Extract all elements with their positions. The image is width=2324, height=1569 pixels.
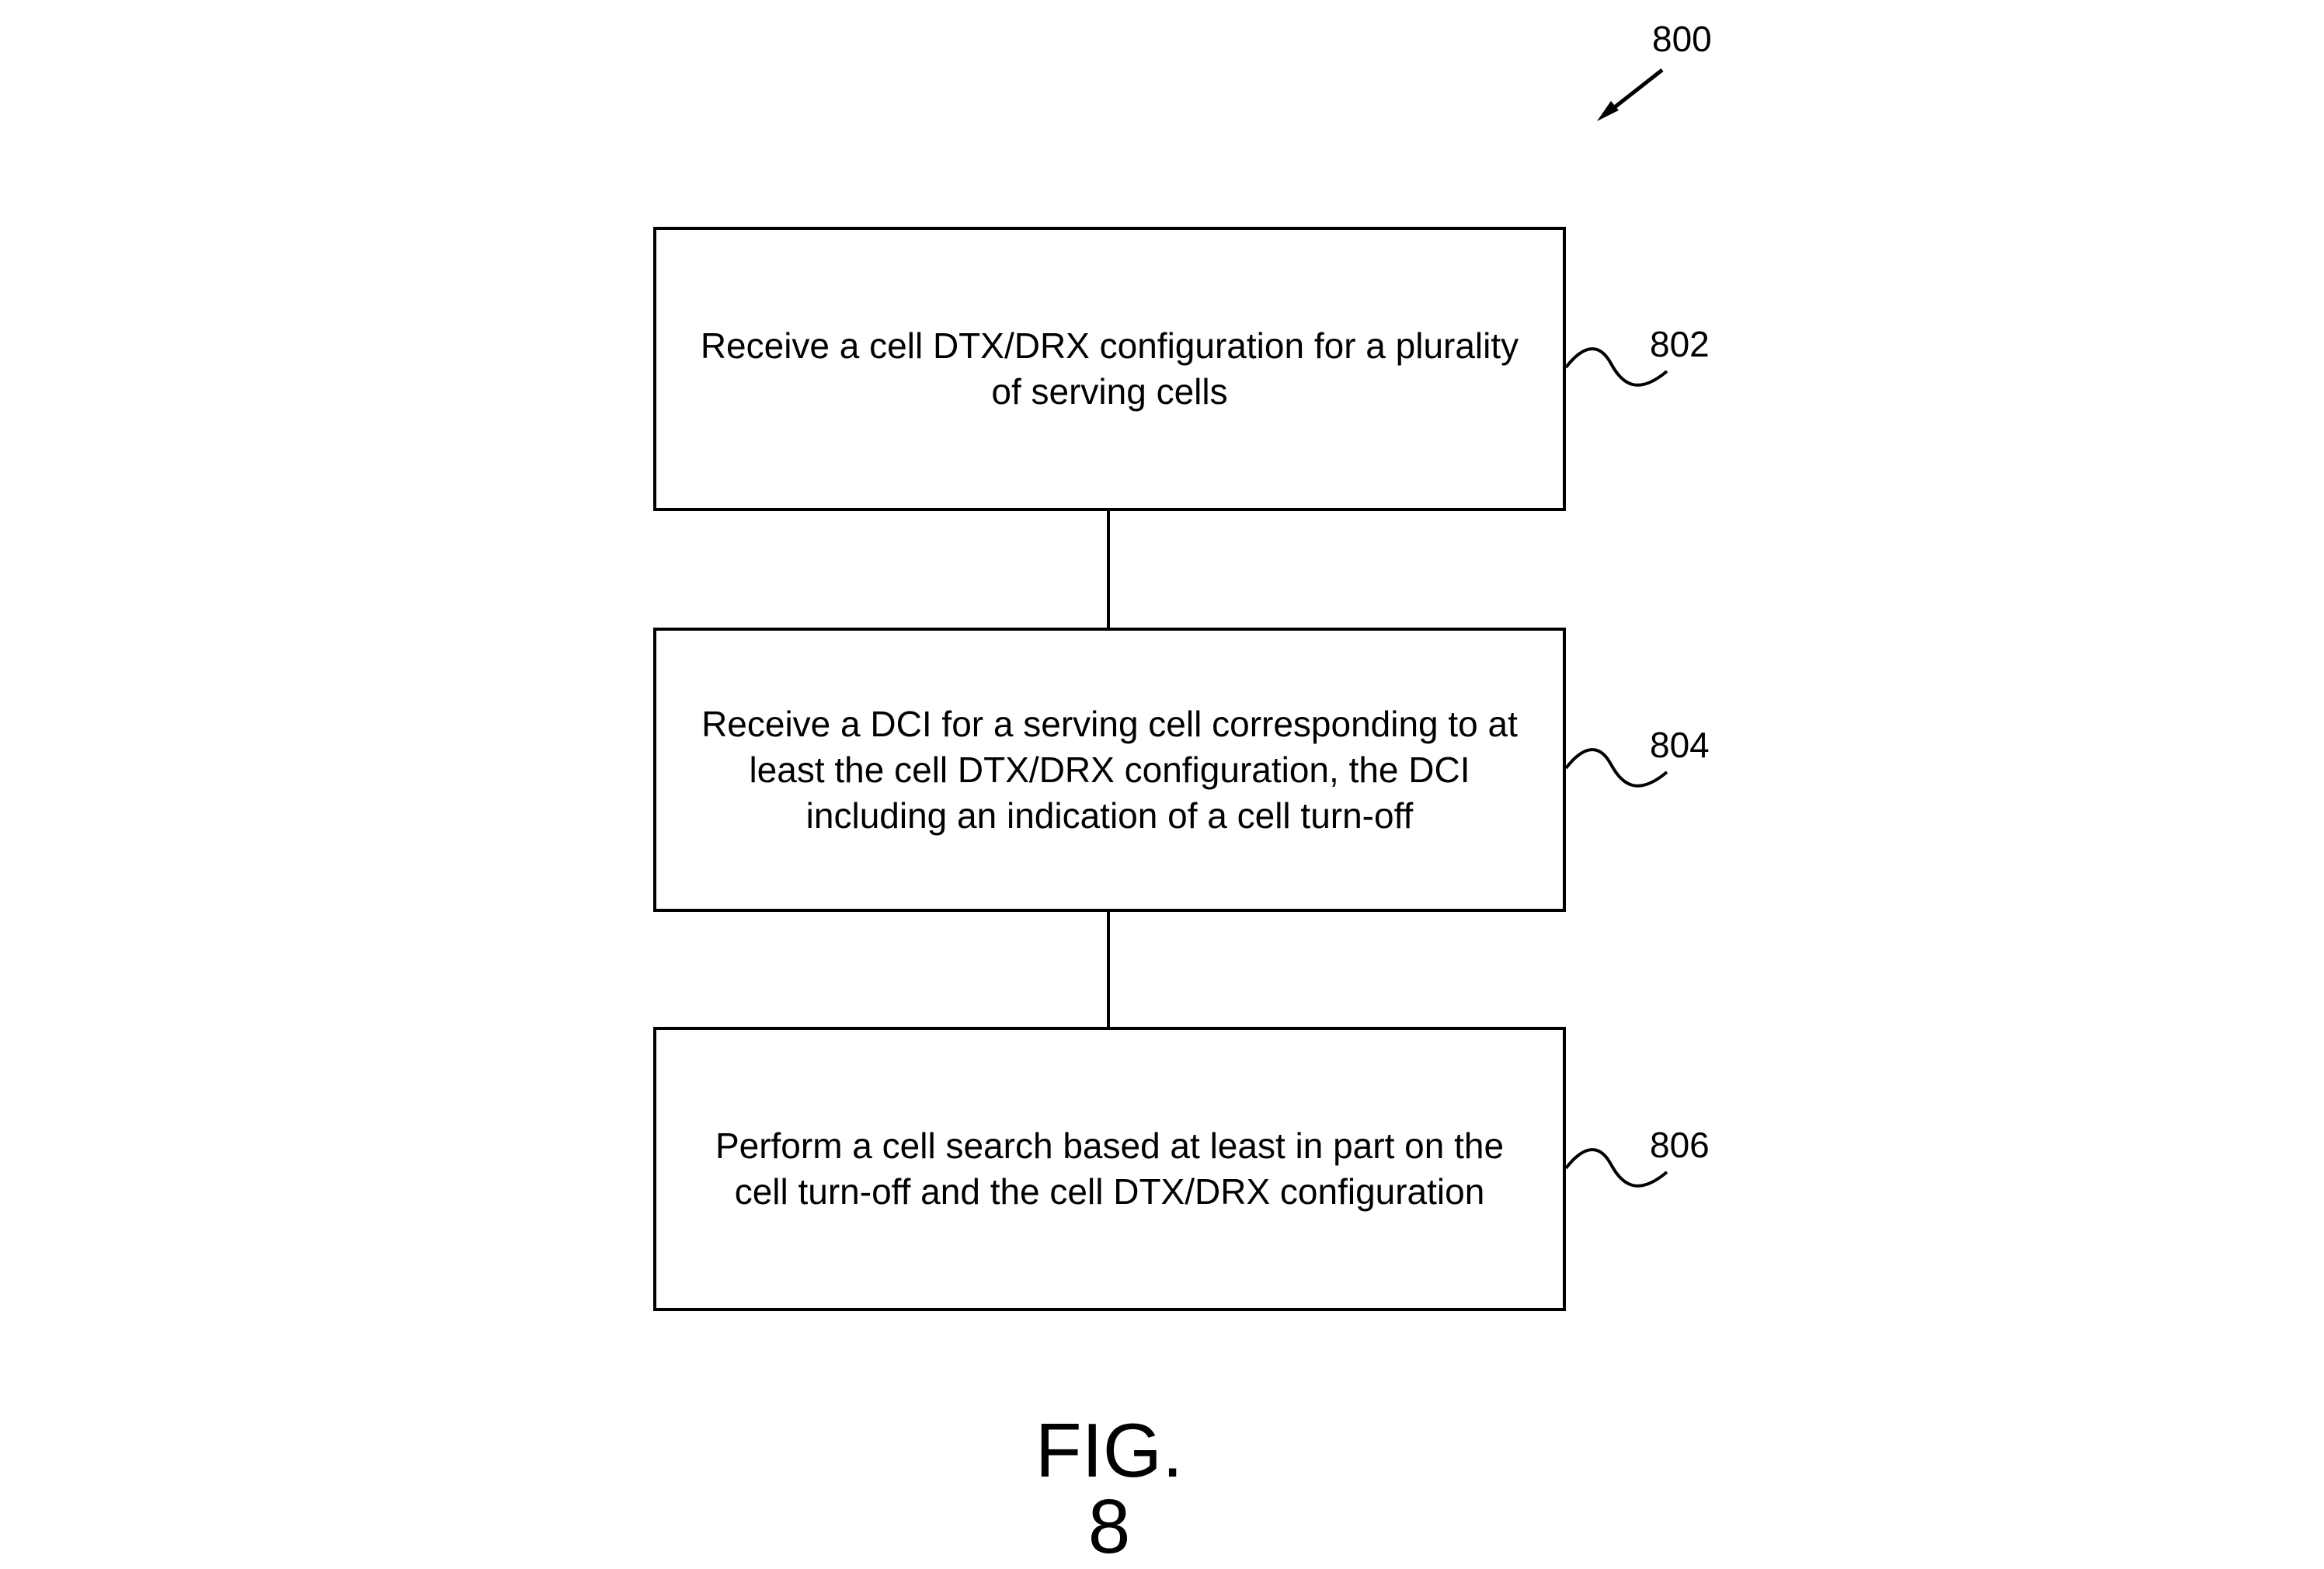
diagram-connectors [1107, 68, 1668, 1188]
step-reference-label-806: 806 [1650, 1125, 1710, 1165]
leader-line-802 [1564, 347, 1668, 387]
step-text-806: Perform a cell search based at least in … [715, 1125, 1505, 1212]
step-reference-label-802: 802 [1650, 324, 1710, 364]
leader-line-804 [1564, 748, 1668, 788]
figure-caption: FIG. 8 [1035, 1407, 1184, 1569]
step-box-802: Receive a cell DTX/DRX configuration for… [653, 227, 1566, 511]
leader-line-806 [1564, 1148, 1668, 1188]
step-reference-label-804: 804 [1650, 725, 1710, 765]
figure-reference-label: 800 [1652, 19, 1712, 59]
step-box-804: Receive a DCI for a serving cell corresp… [653, 628, 1566, 912]
figure-reference-arrowhead [1597, 101, 1619, 121]
step-text-802: Receive a cell DTX/DRX configuration for… [700, 325, 1519, 412]
step-box-806: Perform a cell search based at least in … [653, 1027, 1566, 1311]
step-text-804: Receive a DCI for a serving cell corresp… [701, 703, 1518, 836]
flowchart-diagram: 800 Receive a cell DTX/DRX configuration… [653, 19, 1712, 1564]
